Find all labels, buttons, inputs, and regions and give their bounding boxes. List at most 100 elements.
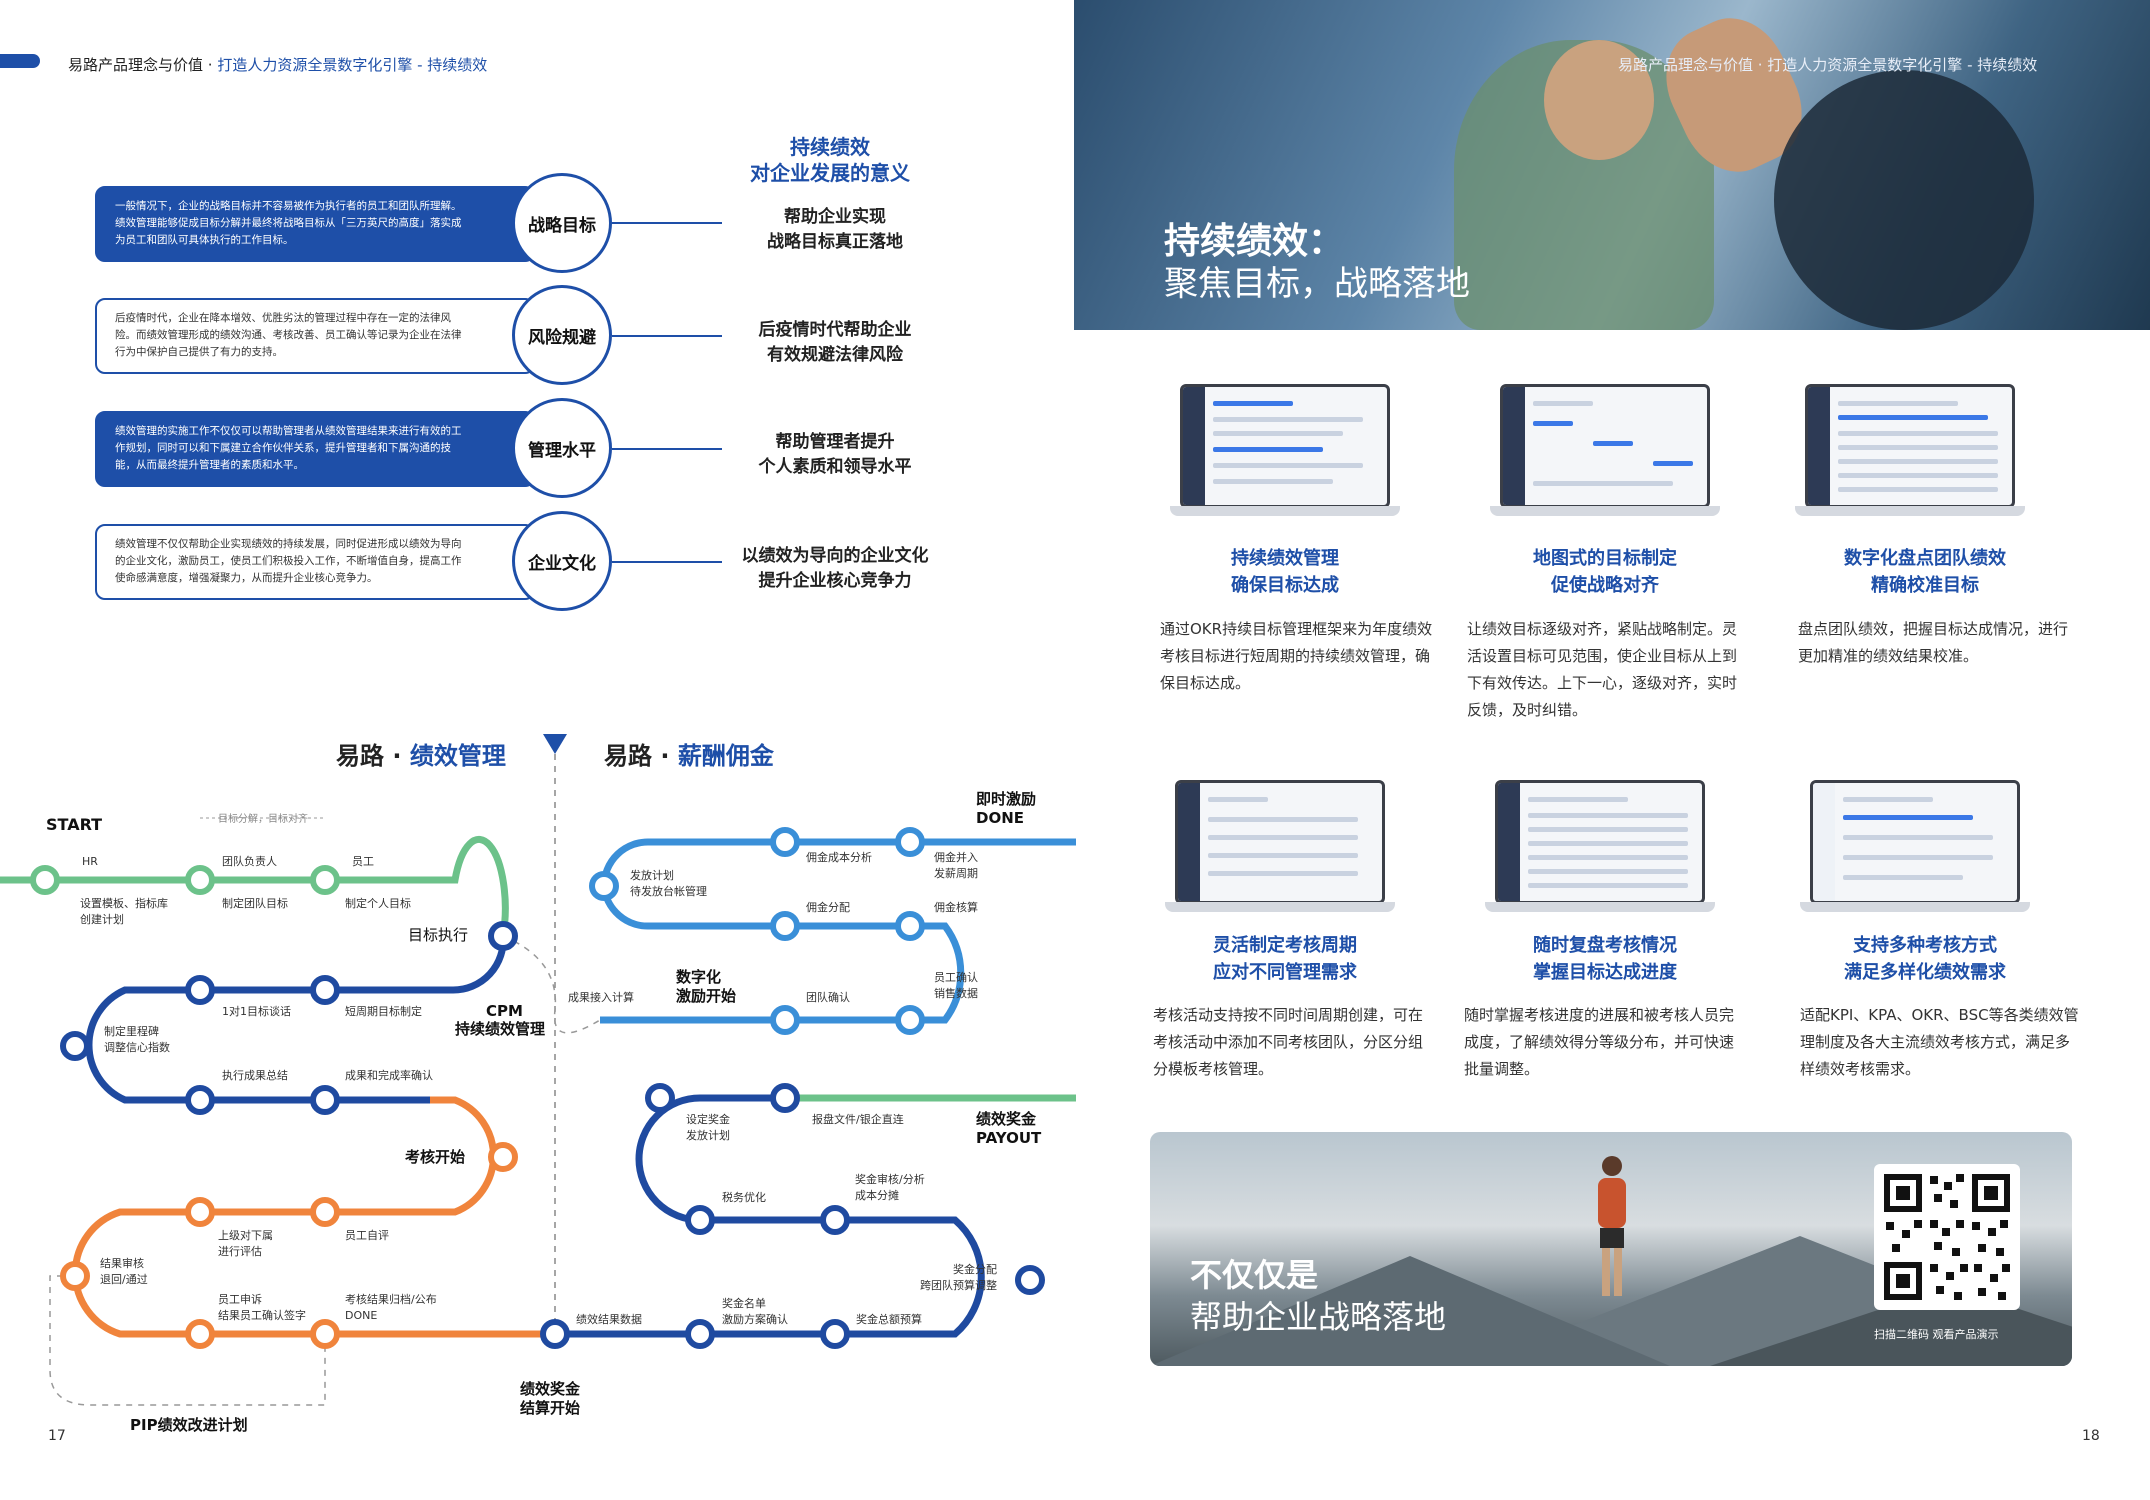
meaning-box-management: 绩效管理的实施工作不仅仅可以帮助管理者从绩效管理结果来进行有效的工作规划，同时可… <box>95 411 535 487</box>
meaning-box-culture: 绩效管理不仅仅帮助企业实现绩效的持续发展，同时促进形成以绩效为导向的企业文化，激… <box>95 524 535 600</box>
product-screenshot <box>1795 384 2025 524</box>
metro-label: 短周期目标制定 <box>345 1005 422 1018</box>
metro-label: 奖金总额预算 <box>856 1313 922 1326</box>
hero-title: 持续绩效： <box>1164 221 1345 262</box>
left-page-header: 易路产品理念与价值 · 打造人力资源全景数字化引擎 - 持续绩效 <box>68 56 488 74</box>
station <box>770 827 800 857</box>
station <box>60 1031 90 1061</box>
station <box>895 911 925 941</box>
feature-desc: 让绩效目标逐级对齐，紧贴战略制定。灵活设置目标可见范围，使企业目标从上到下有效传… <box>1467 620 1738 719</box>
station <box>310 1085 340 1115</box>
metro-pip: PIP绩效改进计划 <box>130 1416 248 1434</box>
hiker-figure <box>1598 1156 1626 1296</box>
feature-desc: 通过OKR持续目标管理框架来为年度绩效考核目标进行短周期的持续绩效管理，确保目标… <box>1160 620 1433 692</box>
station <box>60 1261 90 1291</box>
cpm-dashed-link <box>502 935 601 1034</box>
metro-label: 报盘文件/银企直连 <box>812 1113 904 1126</box>
metro-goal-exec: 目标执行 <box>408 926 469 944</box>
station <box>310 1319 340 1349</box>
divider-marker <box>543 734 567 754</box>
station <box>770 1083 800 1113</box>
meaning-box-strategy: 一般情况下，企业的战略目标并不容易被作为执行者的员工和团队所理解。绩效管理能够促… <box>95 186 535 262</box>
station <box>540 1319 570 1349</box>
connector-line <box>612 448 722 450</box>
metro-line-green <box>0 835 509 937</box>
page-number-right: 18 <box>2082 1428 2100 1444</box>
station <box>1015 1265 1045 1295</box>
hero-subtitle: 聚焦目标，战略落地 <box>1164 264 1470 304</box>
photo-second-person <box>1774 70 2034 330</box>
metro-label: 员工申诉结果员工确认签字 <box>218 1293 306 1322</box>
metro-label: 奖金审核/分析成本分摊 <box>855 1173 925 1202</box>
feature-title: 支持多种考核方式满足多样化绩效需求 <box>1844 935 2006 983</box>
metro-label: 税务优化 <box>722 1191 766 1204</box>
metro-label: 结果审核退回/通过 <box>100 1257 148 1286</box>
metro-label: 设定奖金发放计划 <box>686 1113 730 1142</box>
station <box>645 1083 675 1113</box>
metro-label: 1对1目标谈话 <box>222 1005 291 1018</box>
meaning-label-culture: 企业文化 <box>512 511 612 611</box>
metro-label: 团队确认 <box>806 991 850 1004</box>
connector-line <box>612 335 722 337</box>
station <box>185 1319 215 1349</box>
meaning-label-strategy: 战略目标 <box>512 173 612 273</box>
station <box>488 1142 518 1172</box>
meaning-desc-risk: 后疫情时代帮助企业有效规避法律风险 <box>758 320 912 365</box>
metro-label: HR <box>82 855 98 868</box>
product-screenshot <box>1490 384 1720 524</box>
banner-subtitle: 帮助企业战略落地 <box>1190 1298 1447 1336</box>
metro-line-orange <box>71 1096 555 1338</box>
mountain-shape <box>1150 1256 1670 1366</box>
feature-title: 数字化盘点团队绩效精确校准目标 <box>1844 548 2006 596</box>
metro-line-commission <box>600 838 1076 1024</box>
metro-label: 制定里程碑调整信心指数 <box>104 1025 170 1054</box>
station <box>310 975 340 1005</box>
right-page-header: 易路产品理念与价值 · 打造人力资源全景数字化引擎 - 持续绩效 <box>1618 56 2038 74</box>
feature-title: 灵活制定考核周期应对不同管理需求 <box>1213 935 1357 983</box>
station <box>820 1205 850 1235</box>
metro-bonus-settle: 绩效奖金结算开始 <box>520 1380 581 1417</box>
metro-label: 成果接入计算 <box>568 991 634 1004</box>
meaning-label-management: 管理水平 <box>512 398 612 498</box>
metro-label: 成果和完成率确认 <box>345 1069 433 1082</box>
qr-caption: 扫描二维码 观看产品演示 <box>1874 1328 1999 1341</box>
metro-label: 执行成果总结 <box>222 1069 288 1082</box>
metro-label: 团队负责人 <box>222 855 277 868</box>
metro-digital-start: 数字化激励开始 <box>676 968 737 1005</box>
metro-review-start: 考核开始 <box>405 1148 466 1166</box>
metro-map <box>0 734 1076 1406</box>
page-number-left: 17 <box>48 1428 66 1444</box>
meaning-desc-management: 帮助管理者提升个人素质和领导水平 <box>758 432 912 477</box>
station <box>895 1005 925 1035</box>
station <box>820 1319 850 1349</box>
station <box>30 865 60 895</box>
station <box>185 865 215 895</box>
station <box>770 1005 800 1035</box>
meaning-box-risk: 后疫情时代，企业在降本增效、优胜劣汰的管理过程中存在一定的法律风险。而绩效管理形… <box>95 298 535 374</box>
metro-label: 佣金核算 <box>934 901 978 914</box>
meaning-desc-strategy: 帮助企业实现战略目标真正落地 <box>767 207 903 252</box>
meaning-label-risk: 风险规避 <box>512 285 612 385</box>
metro-label: 发放计划待发放台帐管理 <box>630 869 707 898</box>
qr-code[interactable] <box>1874 1164 2020 1310</box>
station <box>685 1319 715 1349</box>
product-screenshot <box>1485 780 1715 920</box>
feature-desc: 盘点团队绩效，把握目标达成情况，进行更加精准的绩效结果校准。 <box>1798 620 2069 665</box>
metro-cpm-name: 持续绩效管理 <box>455 1020 546 1038</box>
product-screenshot <box>1170 384 1400 524</box>
qr-code-icon <box>1884 1174 2010 1300</box>
metro-label: 佣金并入发薪周期 <box>934 851 978 880</box>
metro-start: START <box>46 815 103 834</box>
station <box>685 1205 715 1235</box>
metro-label: 上级对下属进行评估 <box>218 1229 273 1258</box>
product-screenshot <box>1800 780 2030 920</box>
metro-goal-align: 目标分解，目标对齐 <box>218 814 308 825</box>
feature-title: 随时复盘考核情况掌握目标达成进度 <box>1533 935 1677 983</box>
product-screenshot <box>1165 780 1395 920</box>
metro-label: 制定团队目标 <box>222 897 288 910</box>
metro-label: 员工自评 <box>345 1229 389 1242</box>
feature-title: 地图式的目标制定促使战略对齐 <box>1533 548 1677 596</box>
